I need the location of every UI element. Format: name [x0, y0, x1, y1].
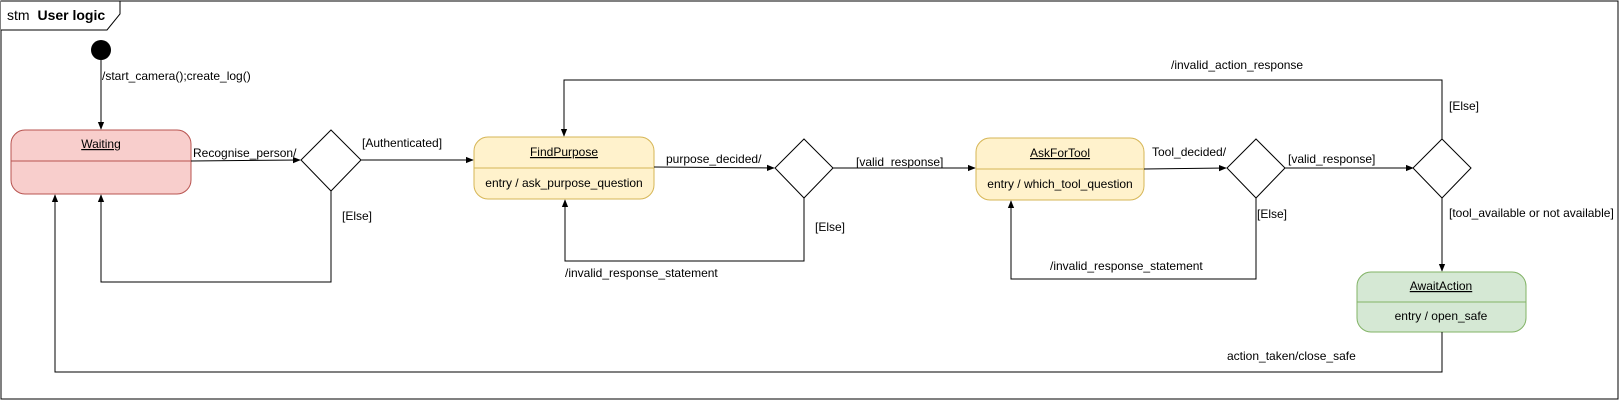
state-find-purpose-activity: entry / ask_purpose_question — [485, 176, 642, 190]
transition-else-2 — [561, 198, 805, 262]
state-find-purpose: FindPurpose entry / ask_purpose_question — [473, 136, 655, 200]
transition-valid-response-2-label: [valid_response] — [1288, 152, 1375, 166]
transition-invalid-response-2-label: /invalid_response_statement — [1050, 259, 1203, 273]
transition-tool-available-label: [tool_available or not available] — [1449, 206, 1614, 220]
state-find-purpose-name: FindPurpose — [530, 145, 598, 159]
frame-title: stm User logic — [7, 7, 105, 23]
transition-purpose-decided-label: purpose_decided/ — [666, 152, 762, 166]
transition-else-3 — [1007, 198, 1257, 280]
transition-tool-decided-label: Tool_decided/ — [1152, 145, 1227, 159]
transition-else-1 — [97, 191, 332, 283]
state-ask-for-tool-name: AskForTool — [1030, 146, 1090, 160]
frame-prefix: stm — [7, 7, 30, 23]
initial-node — [91, 40, 111, 60]
state-waiting-box — [10, 129, 192, 195]
frame-name: User logic — [37, 7, 105, 23]
transition-action-taken-label: action_taken/close_safe — [1227, 349, 1356, 363]
transition-invalid-response-1-label: /invalid_response_statement — [565, 266, 718, 280]
initial-transition-label: /start_camera();create_log() — [102, 69, 251, 83]
transition-else-3-label: [Else] — [1257, 207, 1287, 221]
transition-invalid-action-label: /invalid_action_response — [1171, 58, 1303, 72]
transition-recognise — [190, 156, 301, 164]
transition-tool-decided — [1143, 164, 1227, 172]
state-waiting-name: Waiting — [81, 137, 121, 151]
transition-else-1-label: [Else] — [342, 209, 372, 223]
transition-invalid-action — [560, 79, 1443, 139]
state-ask-for-tool: AskForTool entry / which_tool_question — [975, 137, 1145, 201]
transition-else-2-label: [Else] — [815, 220, 845, 234]
state-await-action-activity: entry / open_safe — [1395, 309, 1488, 323]
state-waiting: Waiting — [10, 129, 192, 195]
transition-valid-response-1-label: [valid_response] — [856, 155, 943, 169]
transition-authenticated-label: [Authenticated] — [362, 136, 442, 150]
state-await-action: AwaitAction entry / open_safe — [1356, 271, 1527, 333]
transition-recognise-label: Recognise_person/ — [193, 146, 297, 160]
transition-action-taken — [51, 194, 1443, 373]
transition-else-4-label: [Else] — [1449, 99, 1479, 113]
state-await-action-name: AwaitAction — [1410, 279, 1472, 293]
transition-purpose-decided — [653, 164, 775, 172]
frame-tab — [1, 0, 121, 31]
state-ask-for-tool-activity: entry / which_tool_question — [987, 177, 1132, 191]
